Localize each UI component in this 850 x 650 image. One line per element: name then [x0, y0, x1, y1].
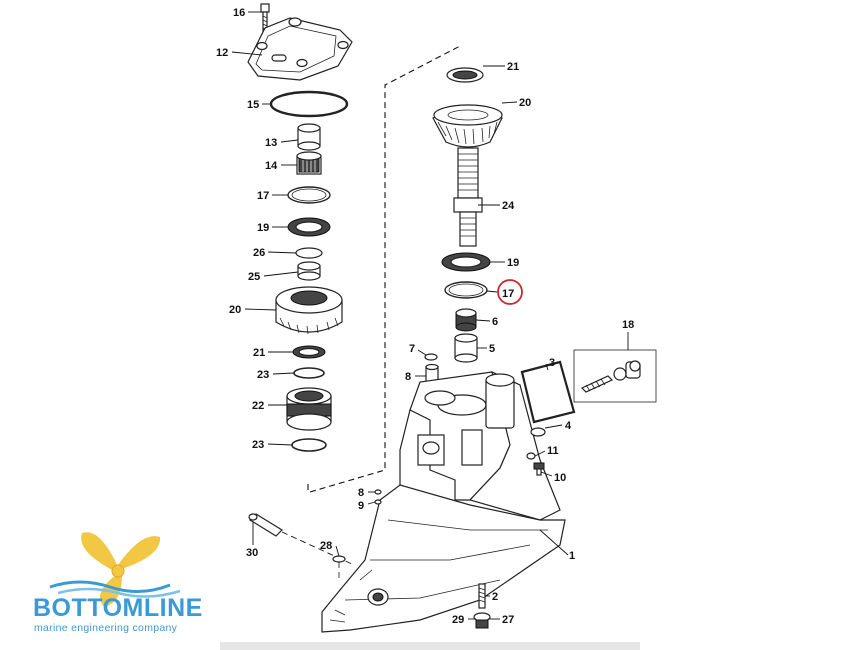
part-bolt-16 — [260, 3, 270, 39]
part-cover-plate-12 — [247, 17, 353, 81]
waves-icon — [49, 580, 181, 598]
callout-14: 14 — [265, 160, 278, 172]
callout-17-left: 17 — [257, 190, 269, 202]
callout-23-lower: 23 — [252, 439, 264, 451]
part-gearcase-housing-1 — [321, 370, 566, 633]
callout-21-left: 21 — [253, 347, 265, 359]
part-nut-29-27 — [473, 612, 491, 629]
callout-3: 3 — [549, 357, 555, 369]
callout-29: 29 — [452, 614, 464, 626]
part-dowel-8-lower — [374, 489, 382, 505]
part-gear-20-right — [432, 104, 503, 148]
callout-17-right: 17 — [502, 288, 514, 300]
callout-8-lower: 8 — [358, 487, 364, 499]
part-clip-23-lower — [291, 438, 327, 452]
part-oring-11 — [526, 452, 536, 460]
part-bearing-21-right — [446, 67, 484, 83]
callout-19-left: 19 — [257, 222, 269, 234]
callout-1: 1 — [569, 550, 575, 562]
callout-25: 25 — [248, 271, 260, 283]
part-pin-30 — [248, 513, 283, 537]
callout-8-upper: 8 — [405, 371, 411, 383]
callout-30: 30 — [246, 547, 258, 559]
callout-15: 15 — [247, 99, 259, 111]
callout-20-left: 20 — [229, 304, 241, 316]
callout-17-highlight-ring — [497, 279, 523, 305]
part-bushing-13 — [297, 123, 321, 151]
part-shaft-24 — [453, 147, 483, 247]
callout-6: 6 — [492, 316, 498, 328]
leader-lines — [231, 11, 629, 620]
callout-2: 2 — [492, 591, 498, 603]
part-gasket-3 — [520, 360, 576, 424]
callout-22: 22 — [252, 400, 264, 412]
part-stud-2 — [478, 583, 486, 609]
callout-26: 26 — [253, 247, 265, 259]
part-needle-bearing-6 — [455, 308, 477, 332]
bottomline-logo-mark — [49, 532, 181, 607]
callout-9: 9 — [358, 500, 364, 512]
part-clip-23-upper — [293, 367, 325, 379]
callout-5: 5 — [489, 343, 495, 355]
part-bushing-5 — [454, 333, 478, 363]
part-thrust-bearing-19-left — [287, 217, 331, 237]
callout-11: 11 — [547, 445, 559, 457]
part-needle-bearing-14 — [296, 151, 322, 175]
part-screw-10 — [533, 462, 545, 476]
callout-27: 27 — [502, 614, 514, 626]
part-oring-7 — [424, 353, 438, 361]
logo-title: BOTTOMLINE — [33, 594, 203, 622]
part-ring-26 — [295, 247, 323, 259]
part-gear-20-left — [275, 286, 343, 335]
callout-12: 12 — [216, 47, 228, 59]
callout-21-right: 21 — [507, 61, 519, 73]
callout-24: 24 — [502, 200, 515, 212]
callout-16: 16 — [233, 7, 245, 19]
part-shim-17-right — [444, 281, 488, 299]
part-bearing-21-left — [292, 345, 326, 359]
bottom-scroll-bar — [220, 642, 640, 650]
part-bearing-22 — [286, 387, 332, 431]
part-oring-4 — [530, 427, 546, 437]
callout-19-right: 19 — [507, 257, 519, 269]
part-oring-15 — [269, 90, 349, 118]
part-valve-kit-18 — [573, 349, 657, 403]
part-thrust-bearing-19-right — [441, 252, 491, 272]
callout-28: 28 — [320, 540, 332, 552]
part-bushing-25 — [297, 261, 321, 281]
callout-4: 4 — [565, 420, 572, 432]
callout-20-right: 20 — [519, 97, 531, 109]
callout-18: 18 — [622, 319, 634, 331]
callout-23-upper: 23 — [257, 369, 269, 381]
propeller-icon — [81, 532, 161, 607]
logo-subtitle: marine engineering company — [34, 622, 178, 634]
callout-13: 13 — [265, 137, 277, 149]
callout-7: 7 — [409, 343, 415, 355]
part-washer-28 — [332, 555, 346, 563]
callout-10: 10 — [554, 472, 566, 484]
